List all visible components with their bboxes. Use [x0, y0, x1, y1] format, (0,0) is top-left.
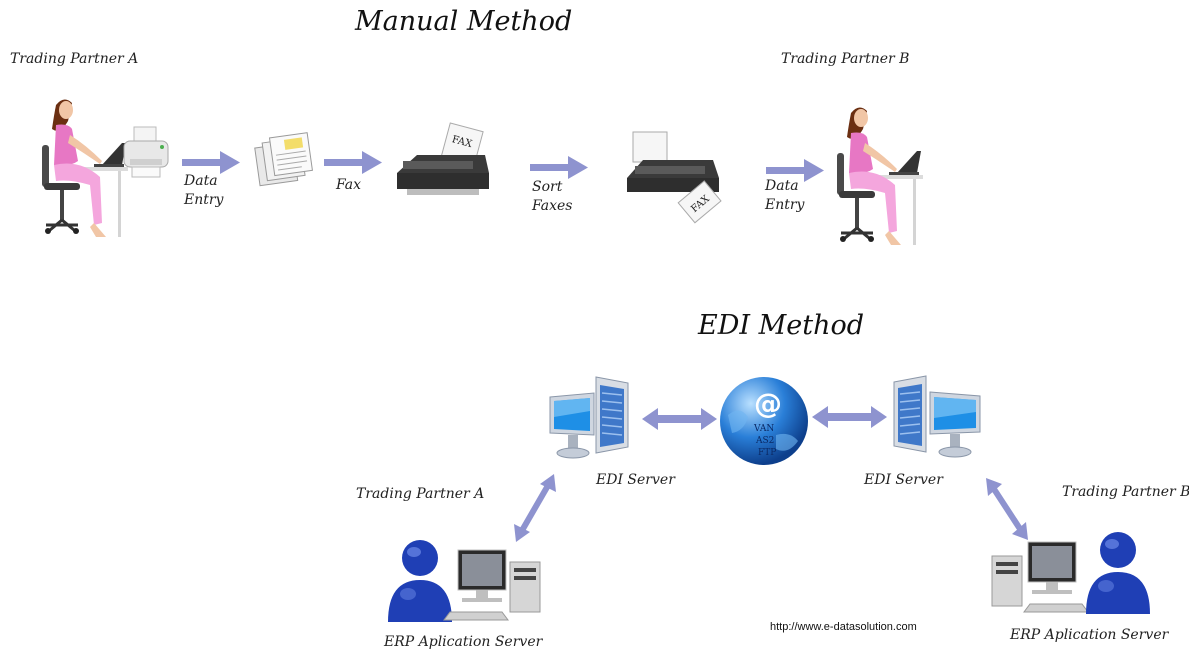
erp-application-server-right-label: ERP Aplication Server [1010, 627, 1169, 643]
edi-server-left-icon [549, 376, 629, 459]
documents-icon [254, 132, 313, 187]
step-data-entry-b-line1: Data [765, 178, 799, 194]
fax-sheet-label-1: FAX [451, 134, 474, 150]
double-arrow-erp-a [514, 474, 556, 542]
manual-trading-partner-a-label: Trading Partner A [10, 51, 139, 67]
double-arrow-erp-b [986, 478, 1028, 540]
step-data-entry-a-line1: Data [184, 173, 218, 189]
step-data-entry-b: Data Entry [765, 177, 804, 215]
globe-ftp-label: FTP [758, 448, 776, 458]
fax-machine-receive-icon: FAX [627, 131, 722, 224]
edi-server-right-label: EDI Server [864, 472, 943, 488]
woman-at-computer-icon [42, 99, 128, 237]
globe-van-label: VAN [753, 424, 774, 434]
step-data-entry-a-line2: Entry [184, 192, 224, 208]
edi-trading-partner-b-label: Trading Partner B [1062, 484, 1189, 500]
flow-arrow-2 [324, 151, 382, 174]
printer-icon [123, 126, 169, 178]
erp-application-server-right-icon [991, 532, 1150, 614]
manual-method-title: Manual Method [355, 6, 573, 37]
step-fax: Fax [336, 177, 362, 193]
globe-as2-label: AS2 [755, 436, 774, 446]
edi-server-right-icon [893, 375, 981, 458]
edi-server-left-label: EDI Server [596, 472, 675, 488]
flow-arrow-3 [530, 156, 588, 179]
globe-network-icon: @ VAN AS2 FTP [720, 377, 808, 465]
fax-machine-send-icon: FAX [397, 122, 489, 195]
manual-trading-partner-b-label: Trading Partner B [781, 51, 910, 67]
step-sort-faxes: Sort Faxes [532, 178, 572, 216]
globe-at-symbol: @ [754, 387, 782, 420]
double-arrow-left [642, 408, 717, 430]
step-data-entry-a: Data Entry [184, 172, 223, 210]
flow-arrow-4 [766, 159, 824, 182]
step-sort-line2: Faxes [532, 198, 573, 214]
flow-arrow-1 [182, 151, 240, 174]
source-url: http://www.e-datasolution.com [770, 621, 917, 633]
step-data-entry-b-line2: Entry [765, 197, 805, 213]
edi-trading-partner-a-label: Trading Partner A [356, 486, 485, 502]
double-arrow-right [812, 406, 887, 428]
edi-method-title: EDI Method [698, 310, 865, 341]
erp-application-server-left-label: ERP Aplication Server [384, 634, 543, 650]
step-sort-line1: Sort [532, 179, 563, 195]
woman-at-computer-icon [837, 107, 923, 245]
erp-application-server-left-icon [388, 540, 541, 622]
